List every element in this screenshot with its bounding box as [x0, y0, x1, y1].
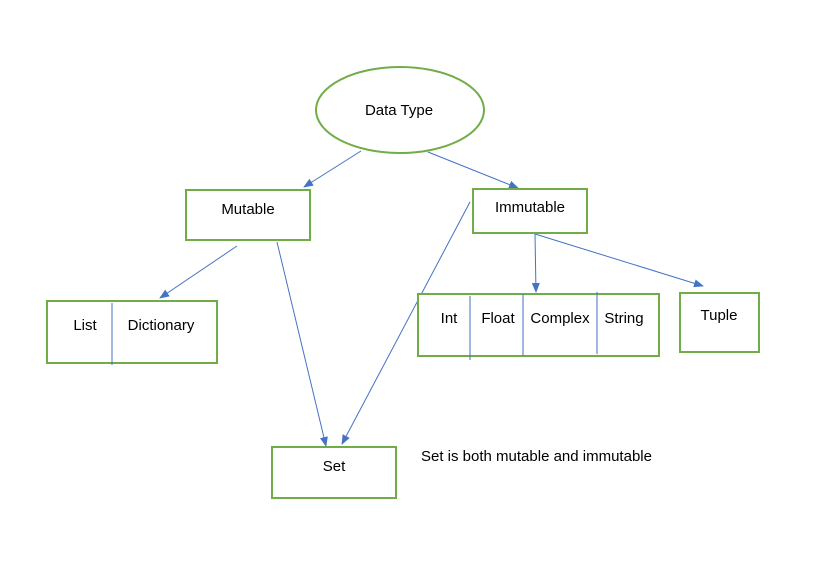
node-list-label: List: [73, 317, 97, 334]
edge-root-mutable: [303, 150, 362, 188]
node-complex-label: Complex: [530, 310, 590, 327]
node-immutable-types: Int Float Complex String: [417, 292, 660, 360]
edge-immutable-set: [341, 201, 471, 445]
node-immutable-label: Immutable: [495, 199, 565, 216]
node-set: Set: [271, 446, 397, 499]
node-list-dictionary: List Dictionary: [46, 300, 218, 365]
node-set-label: Set: [323, 458, 346, 475]
node-dictionary-label: Dictionary: [128, 317, 195, 334]
edge-root-immutable: [427, 151, 519, 189]
node-data-type: Data Type: [315, 66, 485, 154]
edge-immutable-tuple: [534, 233, 704, 288]
node-tuple: Tuple: [679, 292, 760, 353]
node-int-label: Int: [441, 310, 459, 327]
node-mutable-label: Mutable: [221, 201, 274, 218]
node-immutable: Immutable: [472, 188, 588, 234]
edge-mutable-set: [276, 241, 328, 447]
edge-mutable-list: [159, 245, 238, 299]
node-string-label: String: [604, 310, 643, 327]
node-mutable: Mutable: [185, 189, 311, 241]
node-tuple-label: Tuple: [701, 307, 738, 324]
node-float-label: Float: [481, 310, 515, 327]
node-data-type-label: Data Type: [365, 102, 433, 119]
edge-immutable-numbers: [531, 233, 540, 293]
set-note: Set is both mutable and immutable: [421, 448, 652, 465]
edges: [159, 150, 704, 447]
